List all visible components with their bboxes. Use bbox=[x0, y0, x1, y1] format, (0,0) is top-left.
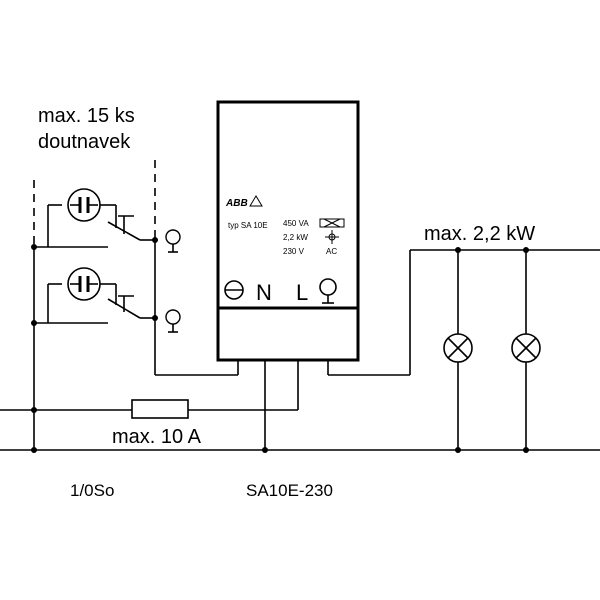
lamp-1 bbox=[443, 250, 473, 450]
switch-type-label: 1/0So bbox=[70, 481, 114, 500]
device-spec-voltage: 230 V bbox=[283, 247, 305, 256]
fuse-current-label: max. 10 A bbox=[112, 426, 202, 448]
lamp-star-icon bbox=[325, 230, 339, 244]
indicator-symbol-1 bbox=[165, 229, 181, 253]
device-model-label: SA10E-230 bbox=[246, 481, 333, 500]
junction-dots bbox=[31, 237, 529, 453]
push-switch-2 bbox=[34, 267, 155, 324]
device-type: typ SA 10E bbox=[228, 221, 268, 230]
load-power-label: max. 2,2 kW bbox=[424, 223, 535, 245]
device-spec-power: 450 VA bbox=[283, 219, 309, 228]
device-brand: ABB bbox=[225, 198, 248, 209]
warning-triangle-icon bbox=[249, 195, 263, 207]
glow-lamps-label-2: doutnavek bbox=[38, 131, 131, 153]
fuse-symbol bbox=[131, 399, 189, 419]
terminal-n-label: N bbox=[256, 280, 272, 305]
device-sa10e bbox=[216, 100, 360, 362]
terminal-l-label: L bbox=[296, 280, 308, 305]
push-switch-1 bbox=[34, 188, 155, 248]
lamp-2 bbox=[511, 250, 541, 450]
indicator-symbol-2 bbox=[165, 309, 181, 333]
terminal-pushbutton-icon bbox=[224, 280, 244, 300]
load-symbol-icon bbox=[319, 218, 345, 228]
terminal-lamp-icon bbox=[319, 278, 337, 304]
device-spec-kw: 2,2 kW bbox=[283, 233, 308, 242]
device-spec-ac: AC bbox=[326, 247, 337, 256]
glow-lamps-label-1: max. 15 ks bbox=[38, 105, 135, 127]
